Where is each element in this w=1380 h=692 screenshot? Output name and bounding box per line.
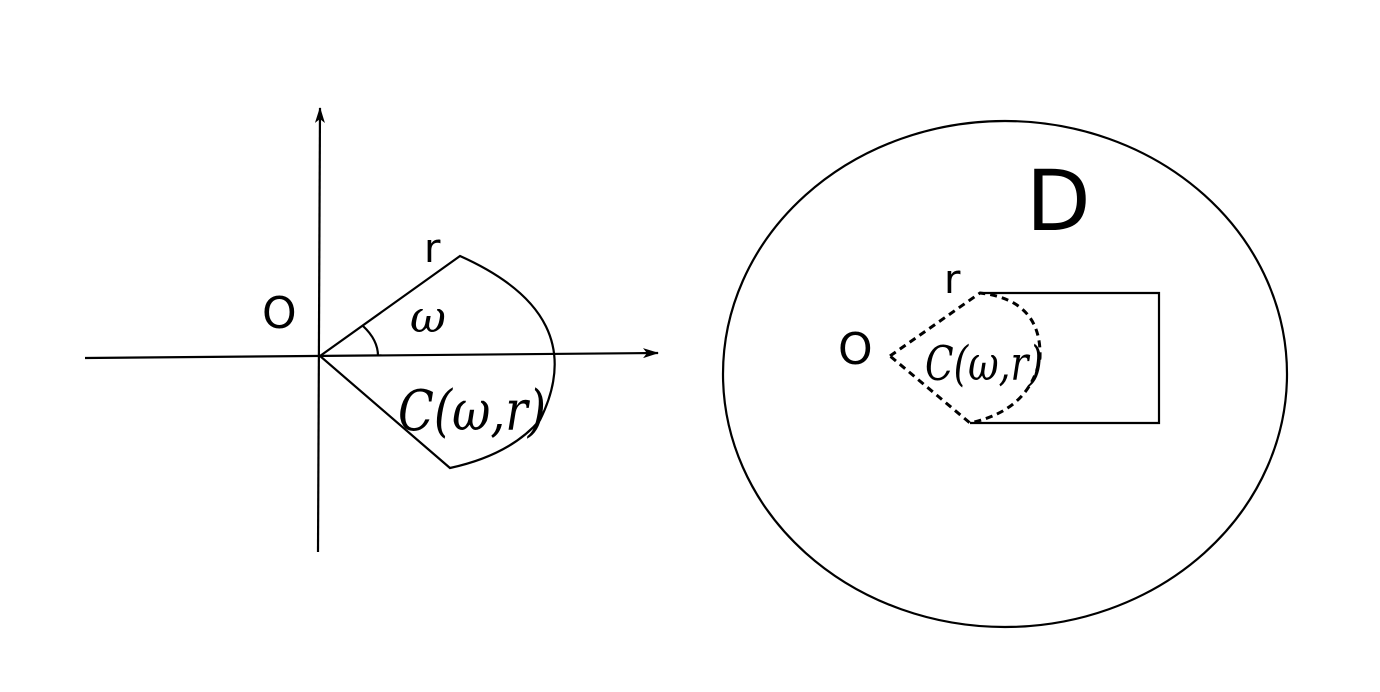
- radius-label: r: [424, 226, 441, 272]
- origin-label: O: [262, 288, 297, 339]
- domain-ellipse: [721, 119, 1289, 629]
- domain-label: D: [1026, 152, 1091, 250]
- angle-arc: [362, 325, 380, 357]
- right-figure: D O r C(ω,r): [721, 119, 1289, 629]
- angle-label: ω: [410, 292, 446, 343]
- x-axis: [84, 348, 659, 360]
- left-figure: O r ω C(ω,r): [84, 107, 659, 553]
- rectangle-region: [970, 291, 1161, 425]
- radius-label-right: r: [944, 257, 961, 303]
- sector-outline-dashed: [887, 291, 1042, 425]
- y-axis: [314, 107, 325, 553]
- sector-label: C(ω,r): [398, 379, 546, 444]
- origin-label-right: O: [838, 324, 873, 375]
- sector-outline: [318, 254, 556, 470]
- sector-label-right: C(ω,r): [925, 336, 1043, 392]
